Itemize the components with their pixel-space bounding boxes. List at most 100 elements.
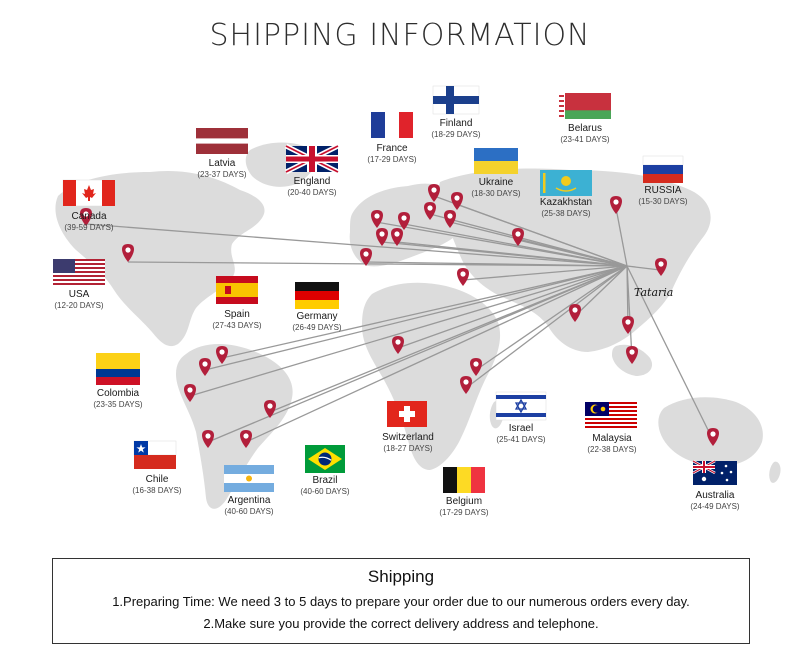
route-line	[462, 265, 628, 281]
map-pin-icon	[240, 430, 252, 448]
south-america-shape	[176, 344, 293, 509]
country-name: Kazakhstan	[539, 197, 593, 208]
ukraine-flag	[474, 148, 518, 174]
country-label-switzerland: Switzerland (18-27 DAYS)	[353, 432, 463, 454]
map-pin-icon	[569, 304, 581, 322]
page-title: SHIPPING INFORMATION	[209, 18, 591, 53]
route-line	[626, 265, 714, 441]
country-name: Ukraine	[478, 177, 514, 188]
shipping-days: (23-37 DAYS)	[197, 170, 247, 179]
shipping-days: (20-40 DAYS)	[287, 188, 337, 197]
australia-flag	[692, 459, 737, 485]
route-line	[455, 203, 628, 267]
brazil-flag	[305, 445, 345, 473]
shipping-days: (40-60 DAYS)	[300, 487, 350, 496]
usa-flag	[53, 259, 105, 285]
country-name: Colombia	[96, 388, 140, 399]
map-pin-icon	[391, 228, 403, 246]
israel-flag	[495, 391, 547, 421]
flags	[53, 85, 737, 493]
map-pin-icon	[398, 212, 410, 230]
country-label-kazakhstan: Kazakhstan (25-38 DAYS)	[511, 197, 621, 219]
argentina-flag	[224, 465, 274, 492]
map-pin-icon	[470, 358, 482, 376]
shipping-days: (22-38 DAYS)	[587, 445, 637, 454]
country-label-argentina: Argentina (40-60 DAYS)	[194, 495, 304, 517]
route-line	[626, 265, 661, 271]
switzerland-flag	[387, 401, 427, 427]
route-line	[615, 207, 628, 267]
malaysia-flag	[585, 402, 637, 428]
country-label-belarus: Belarus (23-41 DAYS)	[530, 123, 640, 145]
country-name: France	[376, 143, 408, 154]
country-label-israel: Israel (25-41 DAYS)	[466, 423, 576, 445]
map-pin-icon	[184, 384, 196, 402]
route-line	[397, 265, 628, 349]
map-pin-icon	[264, 400, 276, 418]
country-name: Latvia	[208, 158, 236, 169]
shipping-days: (17-29 DAYS)	[367, 155, 417, 164]
canada-flag	[62, 179, 116, 207]
france-flag	[371, 112, 413, 138]
country-label-canada: Canada (39-59 DAYS)	[34, 211, 144, 233]
map-pin-icon	[655, 258, 667, 276]
country-name: England	[293, 176, 331, 187]
country-name: Australia	[695, 490, 735, 501]
country-label-france: France (17-29 DAYS)	[337, 143, 447, 165]
map-pin-icon	[202, 430, 214, 448]
country-label-chile: Chile (16-38 DAYS)	[102, 474, 212, 496]
shipping-days: (17-29 DAYS)	[439, 508, 489, 517]
map-pin-icon	[428, 184, 440, 202]
shipping-days: (25-38 DAYS)	[541, 209, 591, 218]
shipping-days: (27-43 DAYS)	[212, 321, 262, 330]
country-label-england: England (20-40 DAYS)	[257, 176, 367, 198]
country-label-brazil: Brazil (40-60 DAYS)	[270, 475, 380, 497]
shipping-days: (23-35 DAYS)	[93, 400, 143, 409]
shipping-days: (12-20 DAYS)	[54, 301, 104, 310]
country-name: Finland	[439, 118, 473, 129]
map-pin-icon	[707, 428, 719, 446]
map-pin-icon	[392, 336, 404, 354]
map-pin-icon	[457, 268, 469, 286]
country-name: Brazil	[312, 475, 338, 486]
new-zealand-shape	[769, 461, 781, 483]
country-label-australia: Australia (24-49 DAYS)	[660, 490, 770, 512]
route-line	[517, 239, 628, 267]
country-label-germany: Germany (26-49 DAYS)	[262, 311, 372, 333]
country-name: Canada	[71, 211, 107, 222]
shipping-days: (23-41 DAYS)	[560, 135, 610, 144]
route-line	[475, 265, 628, 371]
route-line	[403, 223, 628, 267]
colombia-flag	[96, 353, 140, 385]
shipping-days: (40-60 DAYS)	[224, 507, 274, 516]
address-note: 2.Make sure you provide the correct deli…	[203, 616, 599, 631]
chile-flag	[133, 440, 177, 469]
country-name: Germany	[296, 311, 338, 322]
map-pin-icon	[371, 210, 383, 228]
shipping-days: (15-30 DAYS)	[638, 197, 688, 206]
russia-flag	[642, 155, 684, 183]
route-line	[221, 265, 628, 359]
belgium-flag	[443, 467, 485, 493]
map-pin-icon	[626, 346, 638, 364]
country-name: Israel	[508, 423, 534, 434]
country-name: Malaysia	[592, 433, 632, 444]
country-name: Switzerland	[382, 432, 434, 443]
map-pin-icon	[444, 210, 456, 228]
shipping-days: (16-38 DAYS)	[132, 486, 182, 495]
country-label-colombia: Colombia (23-35 DAYS)	[63, 388, 173, 410]
map-pin-icon	[512, 228, 524, 246]
world-map	[53, 85, 781, 509]
germany-flag	[295, 282, 339, 309]
map-pin-icon	[216, 346, 228, 364]
map-pin-icon	[376, 228, 388, 246]
country-name: Argentina	[227, 495, 271, 506]
country-name: Belgium	[445, 496, 483, 507]
africa-shape	[362, 282, 501, 470]
country-name: Spain	[224, 309, 250, 320]
country-label-ukraine: Ukraine (18-30 DAYS)	[441, 177, 551, 199]
route-line	[365, 261, 628, 267]
country-name: USA	[68, 289, 90, 300]
map-pin-icon	[424, 202, 436, 220]
